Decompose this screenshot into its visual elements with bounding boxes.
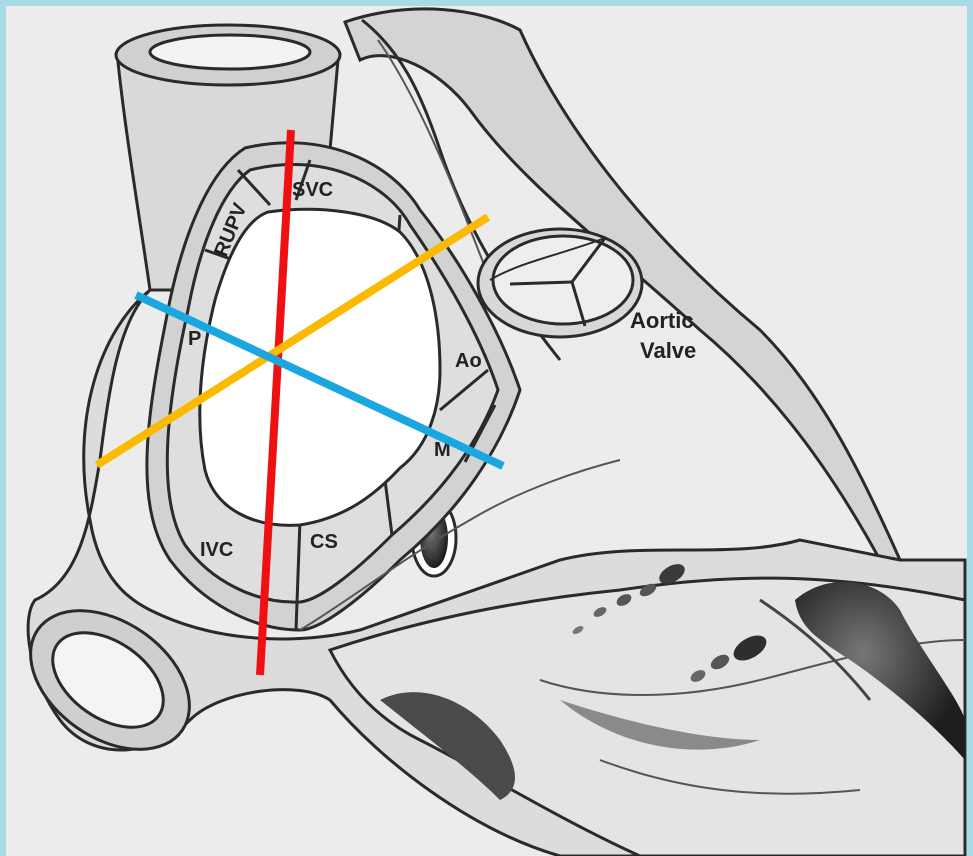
label-ao: Ao — [455, 350, 482, 372]
label-cs: CS — [310, 531, 338, 553]
label-p: P — [188, 328, 201, 350]
aortic-valve — [478, 229, 642, 337]
label-aortic-valve-line1: Aortic — [630, 308, 694, 333]
label-aortic-valve-line2: Valve — [640, 338, 696, 363]
label-svc: SVC — [292, 179, 333, 201]
label-ivc: IVC — [200, 539, 233, 561]
